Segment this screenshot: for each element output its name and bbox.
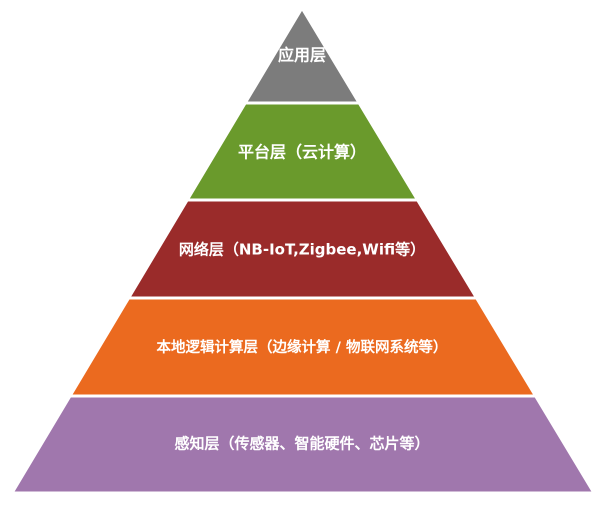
layer-application-label: 应用层 (278, 46, 326, 65)
pyramid-layers (9, 5, 597, 495)
layer-perception-shape (9, 394, 597, 495)
pyramid-labels: 应用层 平台层（云计算） 网络层（NB-IoT,Zigbee,Wifi等） 本地… (157, 46, 448, 453)
layer-platform-label: 平台层（云计算） (238, 143, 366, 162)
layer-perception-label: 感知层（传感器、智能硬件、芯片等） (174, 435, 429, 453)
layer-network-label: 网络层（NB-IoT,Zigbee,Wifi等） (179, 241, 425, 259)
layer-local-logic-label: 本地逻辑计算层（边缘计算 / 物联网系统等） (157, 338, 448, 356)
